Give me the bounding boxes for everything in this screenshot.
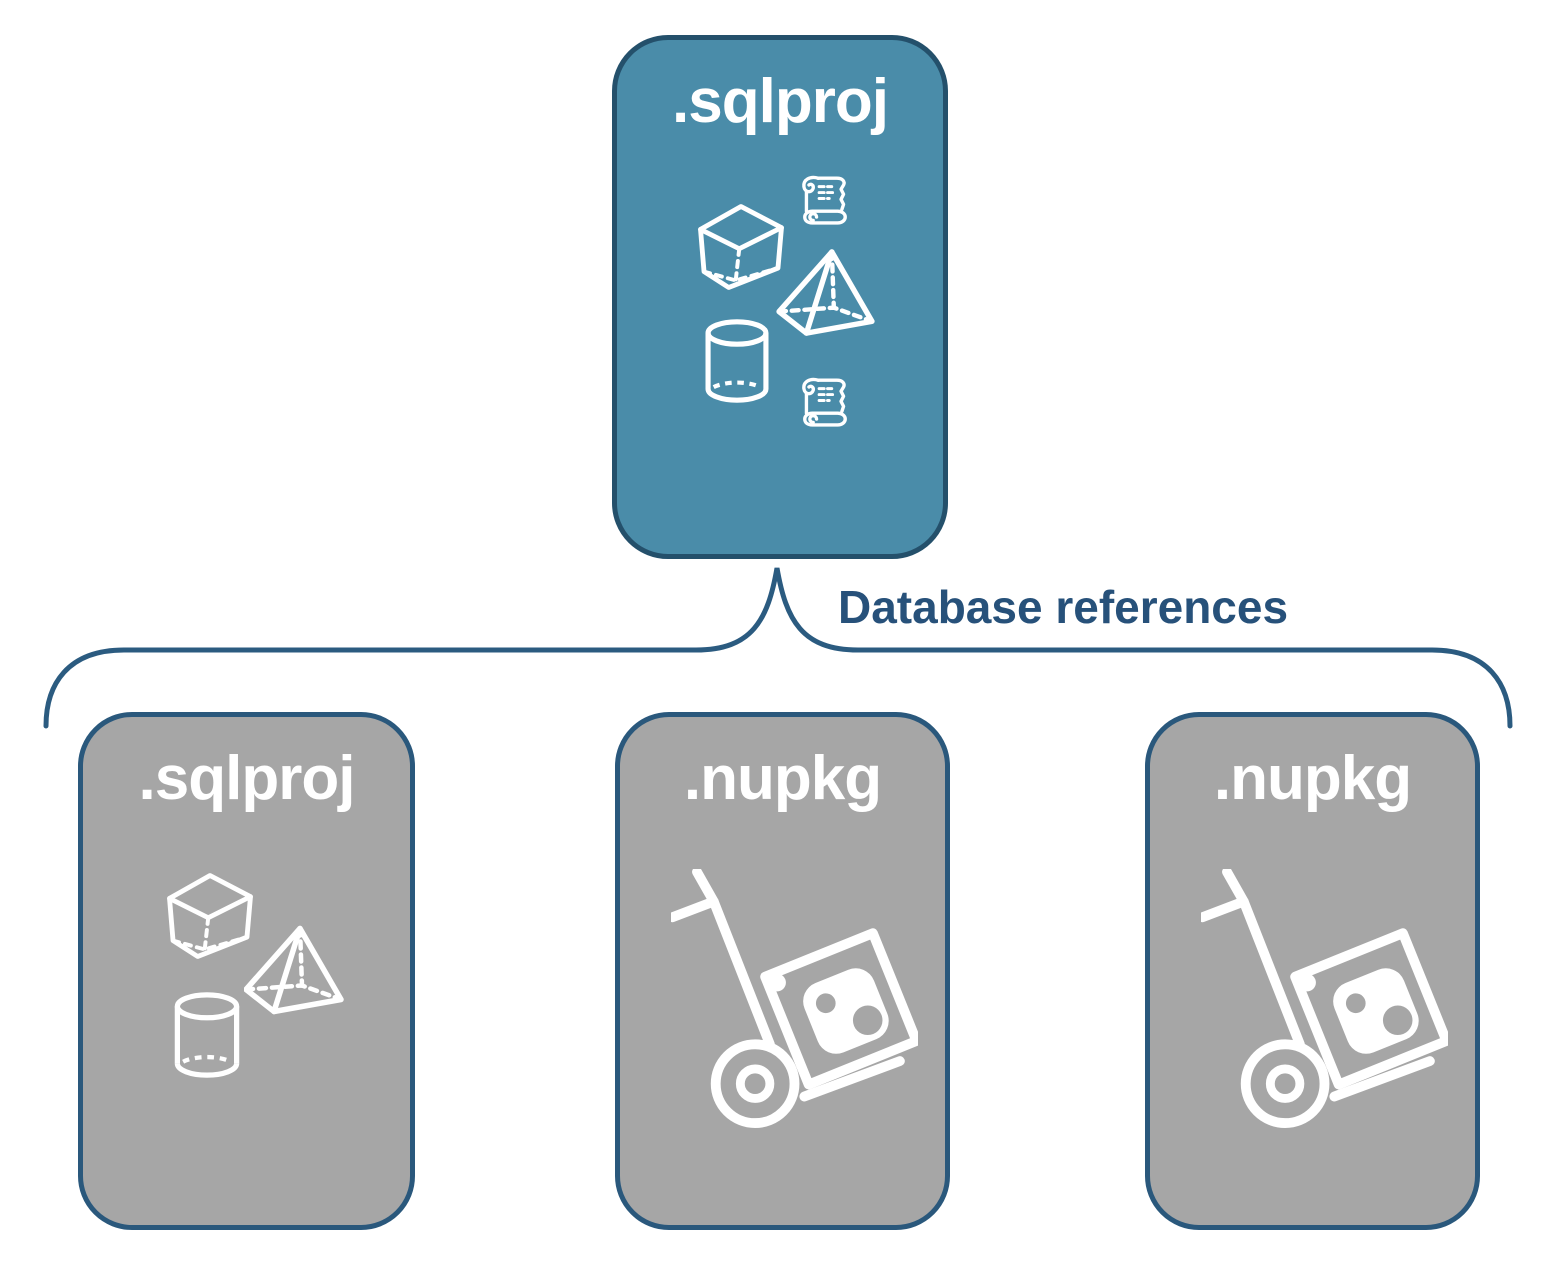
hand-truck-package-icon (1201, 869, 1448, 1130)
scroll-icon (798, 173, 852, 229)
cylinder-icon (172, 992, 242, 1078)
child-node-label: .nupkg (683, 744, 882, 813)
child-node-label: .sqlproj (138, 744, 356, 813)
cylinder-icon (703, 319, 771, 403)
root-sqlproj-node: .sqlproj (612, 35, 948, 559)
child-nupkg-node-1: .nupkg (615, 712, 950, 1230)
pyramid-icon (773, 249, 879, 337)
cube-icon (166, 872, 254, 960)
scroll-icon (798, 375, 852, 431)
child-nupkg-node-2: .nupkg (1145, 712, 1480, 1230)
root-node-label: .sqlproj (672, 67, 889, 136)
child-node-label: .nupkg (1213, 744, 1412, 813)
pyramid-icon (244, 924, 344, 1017)
child-sqlproj-node: .sqlproj (78, 712, 415, 1230)
connector-label: Database references (838, 581, 1289, 633)
hand-truck-package-icon (671, 869, 918, 1130)
